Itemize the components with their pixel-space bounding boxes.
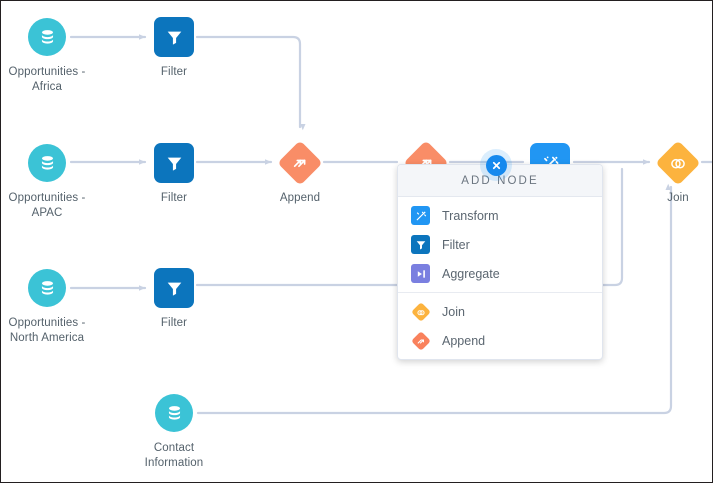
- append-arrow-icon: [293, 158, 306, 167]
- database-icon: [41, 280, 53, 295]
- node-opportunities-apac[interactable]: Opportunities - APAC: [1, 141, 95, 221]
- close-x-icon: [492, 161, 500, 169]
- node-shape: [126, 141, 222, 185]
- source-circle: [28, 269, 66, 307]
- join-diamond-icon: [410, 301, 431, 322]
- node-shape: [1, 266, 95, 310]
- database-icon: [168, 405, 180, 420]
- node-filter-north-america[interactable]: Filter: [126, 266, 222, 331]
- funnel-icon: [167, 157, 181, 171]
- source-circle: [28, 18, 66, 56]
- node-shape: [252, 140, 348, 186]
- source-circle: [28, 144, 66, 182]
- node-join-1[interactable]: Join: [630, 140, 712, 206]
- node-label: Opportunities - Africa: [8, 66, 86, 93]
- funnel-icon: [167, 282, 181, 296]
- append-diamond: [277, 140, 323, 186]
- transform-wand-icon: [411, 206, 430, 225]
- node-opportunities-north-america[interactable]: Opportunities - North America: [1, 266, 95, 346]
- filter-square: [154, 17, 194, 57]
- menu-item-filter[interactable]: Filter: [398, 230, 602, 259]
- node-opportunities-africa[interactable]: Opportunities - Africa: [1, 15, 95, 95]
- node-shape: [1, 141, 95, 185]
- filter-square: [154, 268, 194, 308]
- database-icon: [41, 29, 53, 44]
- funnel-icon: [167, 31, 181, 45]
- filter-square: [154, 143, 194, 183]
- menu-item-label: Append: [442, 333, 486, 348]
- node-shape: [1, 15, 95, 59]
- close-button-circle: [485, 154, 507, 176]
- join-diamond: [655, 140, 701, 186]
- node-shape: [126, 266, 222, 310]
- database-icon: [41, 155, 53, 170]
- menu-item-label: Aggregate: [442, 266, 500, 281]
- node-label: Join: [667, 192, 689, 204]
- node-label: Filter: [160, 66, 188, 78]
- node-label: Opportunities - North America: [8, 317, 86, 344]
- append-diamond-icon: [410, 330, 431, 351]
- menu-item-label: Transform: [442, 208, 499, 223]
- filter-funnel-icon: [411, 235, 430, 254]
- node-shape: [630, 140, 712, 186]
- menu-item-append[interactable]: Append: [398, 326, 602, 355]
- node-label: Filter: [160, 317, 188, 329]
- node-label: Contact Information: [144, 442, 204, 469]
- menu-item-label: Filter: [442, 237, 470, 252]
- menu-group-transforms: Transform Filter: [398, 197, 602, 292]
- node-label: Append: [279, 192, 321, 204]
- aggregate-icon: [411, 264, 430, 283]
- node-label: Filter: [160, 192, 188, 204]
- join-circles-icon: [671, 158, 685, 168]
- menu-item-aggregate[interactable]: Aggregate: [398, 259, 602, 288]
- menu-group-combines: Join Append: [398, 292, 602, 359]
- node-append-1[interactable]: Append: [252, 140, 348, 206]
- menu-item-join[interactable]: Join: [398, 297, 602, 326]
- add-node-popup: ADD NODE Transform: [397, 149, 603, 360]
- menu-item-transform[interactable]: Transform: [398, 201, 602, 230]
- node-filter-africa[interactable]: Filter: [126, 15, 222, 80]
- node-contact-information[interactable]: Contact Information: [126, 391, 222, 471]
- node-filter-apac[interactable]: Filter: [126, 141, 222, 206]
- node-shape: [126, 391, 222, 435]
- node-shape: [126, 15, 222, 59]
- close-button[interactable]: [480, 149, 512, 181]
- node-label: Opportunities - APAC: [8, 192, 86, 219]
- menu-item-label: Join: [442, 304, 465, 319]
- source-circle: [155, 394, 193, 432]
